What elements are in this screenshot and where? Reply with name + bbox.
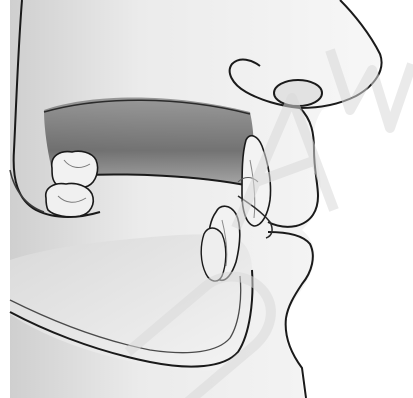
lower-molar-icon [46,183,94,216]
nostril-shape [274,80,322,106]
